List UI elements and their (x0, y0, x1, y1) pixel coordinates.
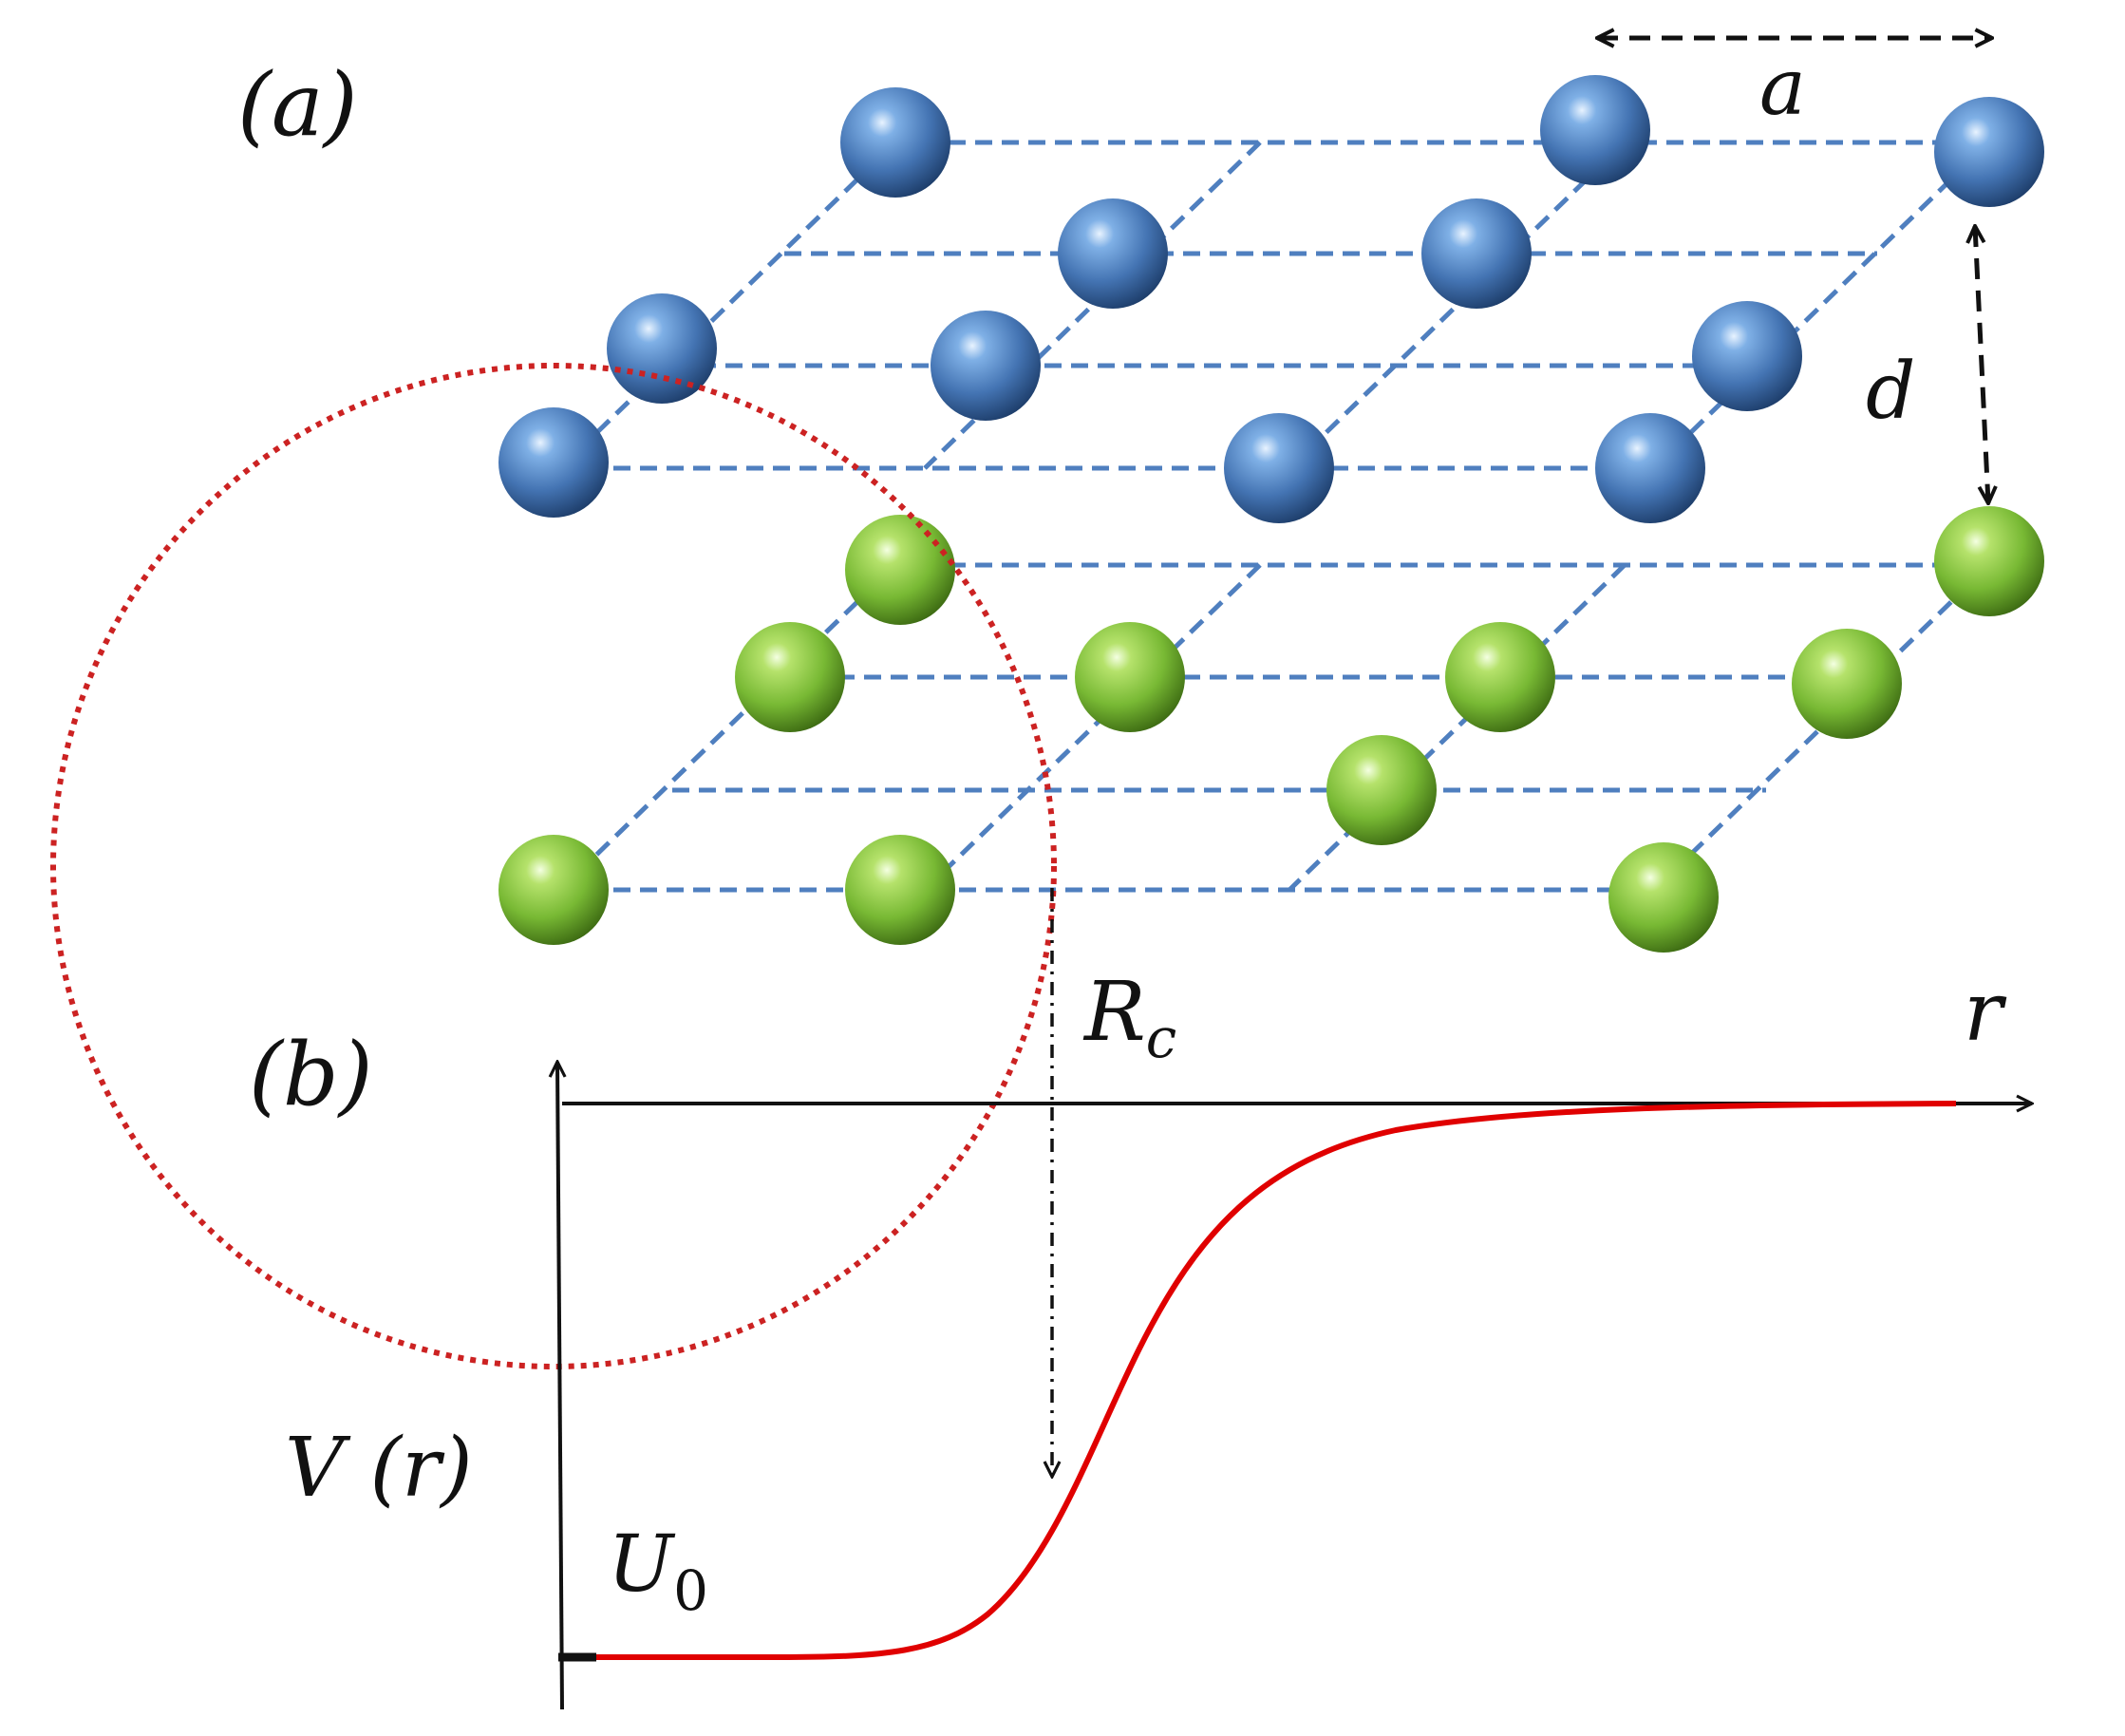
atom-top (1934, 97, 2044, 207)
bottom-layer-atoms (498, 506, 2044, 953)
cutoff-circle (50, 363, 1057, 1369)
atom-top (1540, 75, 1650, 185)
lattice-bonds (558, 140, 1991, 893)
bottom-bond-depth-4 (1652, 563, 1991, 892)
atom-top (607, 293, 717, 404)
atom-top (1224, 413, 1334, 523)
top-layer-atoms (498, 75, 2044, 523)
depth-subscript: 0 (673, 1558, 708, 1623)
bottom-bond-depth-2 (923, 563, 1262, 892)
atom-top (1421, 198, 1532, 309)
panel-a-label: (a) (237, 54, 358, 156)
atom-bottom (1075, 622, 1185, 732)
cutoff-radius-main: R (1082, 965, 1146, 1060)
y-axis (557, 1062, 562, 1710)
potential-curve (596, 1101, 1957, 1660)
top-bond-depth-4 (1652, 141, 1991, 470)
atom-bottom (1934, 506, 2044, 616)
y-axis-label: V (r) (285, 1421, 473, 1516)
layer-distance-arrow (1975, 226, 1988, 503)
panel-b-label: (b) (249, 1024, 373, 1125)
atom-top (840, 87, 950, 198)
atom-bottom (735, 622, 845, 732)
atom-bottom (498, 835, 609, 945)
atom-top (931, 311, 1041, 421)
atom-bottom (1326, 735, 1437, 845)
lattice-spacing-label: a (1759, 43, 1806, 133)
depth-label: U0 (608, 1519, 708, 1623)
depth-main: U (608, 1519, 676, 1610)
atom-bottom (845, 835, 955, 945)
bottom-bond-depth-3 (1288, 563, 1627, 892)
atom-bottom (845, 515, 955, 625)
top-bond-depth-3 (1288, 141, 1627, 470)
atom-bottom (1608, 842, 1719, 953)
atom-bottom (1792, 629, 1902, 739)
top-bond-depth-1 (558, 141, 897, 470)
atom-top (1058, 198, 1168, 309)
atom-top (1595, 413, 1705, 523)
atom-top (1692, 301, 1802, 411)
atom-bottom (1445, 622, 1555, 732)
bottom-bond-depth-1 (558, 563, 897, 892)
x-axis-label: r (1964, 965, 2007, 1060)
cutoff-radius-subscript: c (1146, 1006, 1176, 1070)
layer-distance-label: d (1866, 347, 1916, 437)
atom-top (498, 407, 609, 518)
cutoff-radius-label: Rc (1082, 965, 1176, 1070)
